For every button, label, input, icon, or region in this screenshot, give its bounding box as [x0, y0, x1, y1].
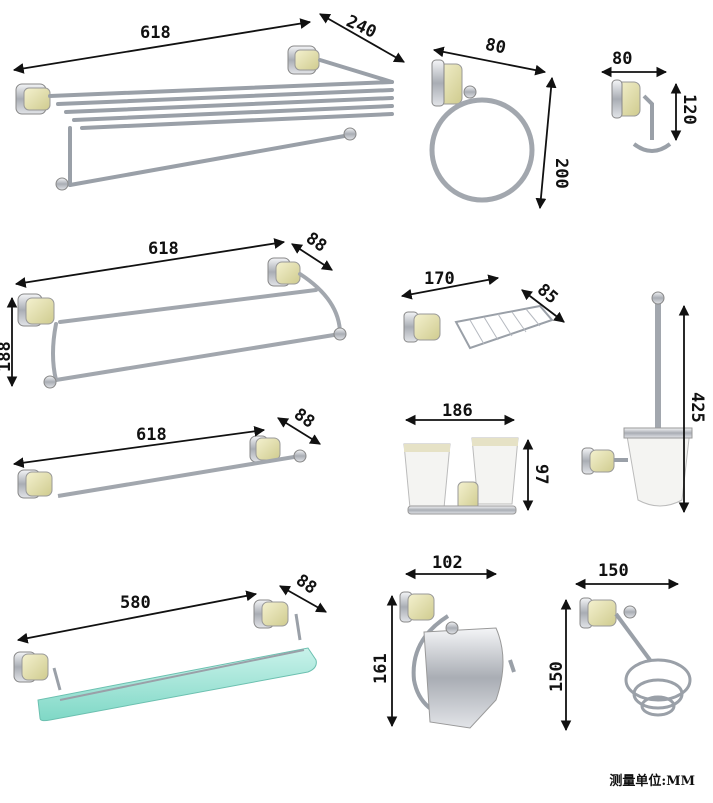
dim-width: 618 — [140, 23, 171, 43]
dim-width: 580 — [120, 593, 151, 613]
measurement-unit-label: 测量单位:MM — [609, 774, 695, 789]
glass-shelf: 580 88 — [13, 570, 327, 722]
dim-depth: 85 — [533, 280, 562, 308]
robe-hook: 80 120 — [600, 49, 699, 153]
dim-width: 618 — [148, 239, 179, 259]
dim-height: 161 — [371, 653, 391, 684]
mount-left — [15, 83, 51, 115]
dim-height: 120 — [679, 94, 699, 125]
toilet-paper-holder: 102 161 — [371, 553, 516, 729]
dim-width: 186 — [442, 401, 473, 421]
dim-depth: 240 — [343, 12, 379, 43]
dim-height: 150 — [547, 661, 567, 692]
towel-ring: 80 200 — [429, 35, 571, 210]
dim-height: 425 — [687, 392, 707, 423]
dim-height: 188 — [0, 341, 15, 372]
dim-height: 200 — [551, 158, 571, 189]
toilet-brush-holder: 425 — [581, 291, 707, 514]
dim-width: 80 — [612, 49, 632, 69]
dim-width: 80 — [483, 35, 507, 59]
single-towel-bar: 618 88 — [12, 404, 321, 499]
hair-dryer-holder: 150 150 — [547, 561, 692, 732]
dim-width: 102 — [432, 553, 463, 573]
double-towel-bar: 618 88 188 — [0, 228, 347, 389]
soap-dish: 170 85 — [400, 269, 565, 350]
dim-width: 150 — [598, 561, 629, 581]
double-tumbler-holder: 186 97 — [403, 401, 551, 515]
double-towel-shelf: 618 240 — [12, 12, 405, 191]
dim-width: 170 — [424, 269, 455, 289]
dim-width: 618 — [136, 425, 167, 445]
mount-right — [287, 45, 320, 75]
dim-height: 97 — [531, 464, 551, 484]
